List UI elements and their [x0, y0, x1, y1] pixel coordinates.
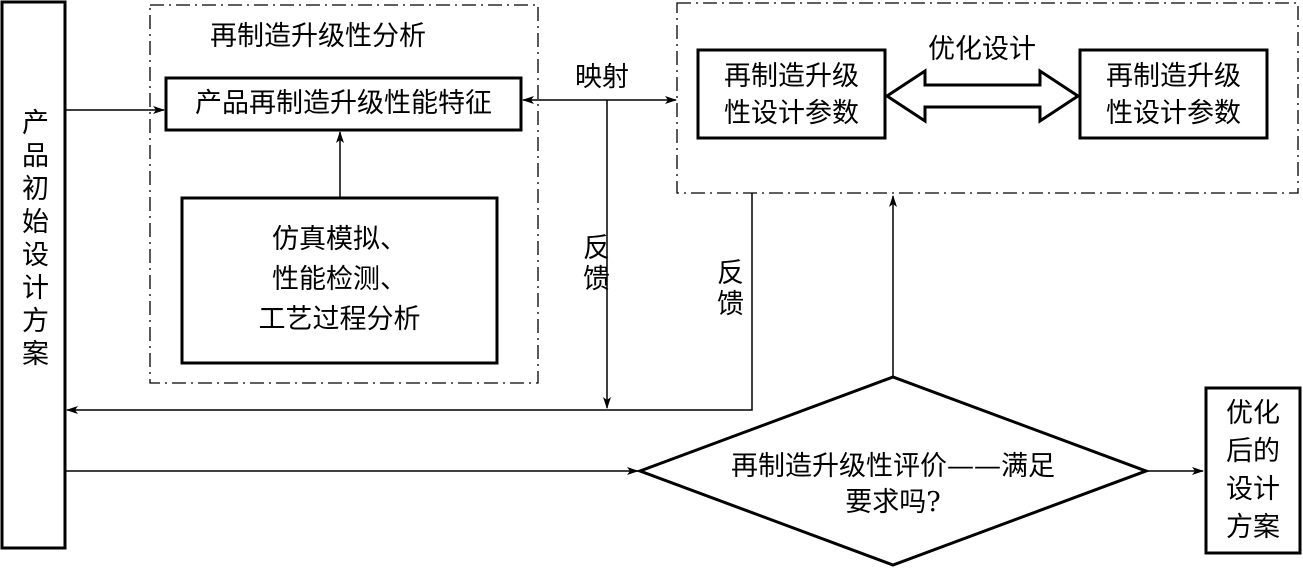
- evaluation-line1: 再制造升级性评价——满足: [731, 451, 1055, 482]
- optimized-line1: 优化: [1226, 398, 1280, 429]
- optimize-double-arrow: [884, 68, 1081, 124]
- param-right-line1: 再制造升级: [1106, 61, 1241, 92]
- feedback-line-2: [66, 193, 753, 414]
- param-box-left: [696, 48, 887, 140]
- initial-design-label: 产品初始设计方案: [17, 108, 48, 372]
- optimized-line4: 方案: [1226, 512, 1280, 543]
- analysis-frame: [149, 4, 539, 384]
- performance-feature-box: [164, 76, 523, 132]
- method-testing-label: 性能检测、: [272, 264, 407, 295]
- param-box-right: [1078, 48, 1269, 140]
- feedback-label-1: 反馈: [578, 233, 609, 295]
- mapping-label: 映射: [575, 62, 629, 93]
- feedback-label-2: 反馈: [712, 258, 743, 320]
- initial-design-box: [0, 0, 67, 550]
- method-process-label: 工艺过程分析: [258, 304, 421, 335]
- param-right-line2: 性设计参数: [1106, 98, 1241, 129]
- evaluation-line2: 要求吗?: [845, 487, 941, 518]
- optimize-label: 优化设计: [928, 34, 1036, 65]
- optimized-line3: 设计: [1226, 474, 1280, 505]
- method-simulation-label: 仿真模拟、: [272, 224, 407, 255]
- optimized-line2: 后的: [1226, 436, 1280, 467]
- param-left-line2: 性设计参数: [724, 98, 859, 129]
- analysis-title: 再制造升级性分析: [210, 21, 426, 52]
- parameters-frame: [676, 2, 1299, 194]
- performance-feature-label: 产品再制造升级性能特征: [195, 88, 492, 119]
- param-left-line1: 再制造升级: [724, 61, 859, 92]
- optimized-result-box: [1204, 386, 1302, 555]
